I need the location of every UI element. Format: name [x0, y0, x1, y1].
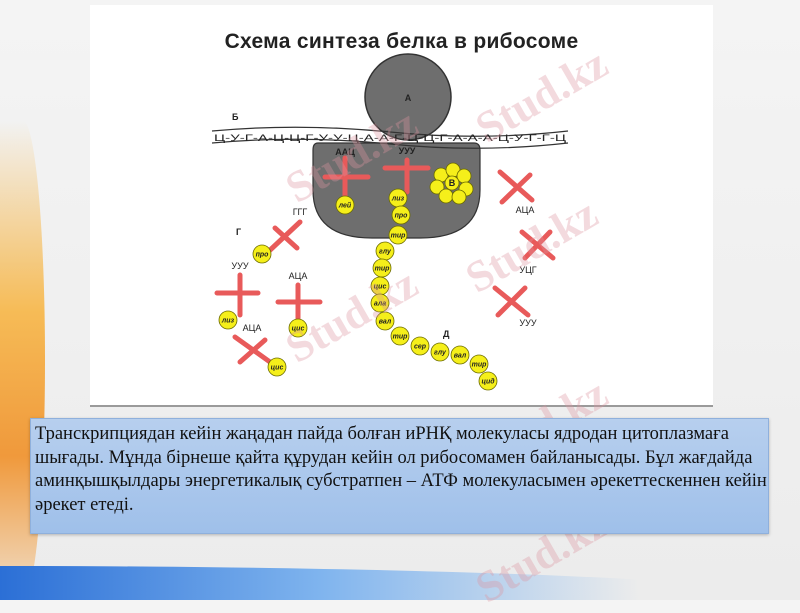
trna-icon — [232, 334, 273, 365]
amino-acid-bead — [375, 311, 395, 331]
text-box — [30, 418, 769, 534]
anticodon-label: АЦА — [243, 323, 262, 333]
amino-acid-label: про — [256, 252, 270, 259]
trna-icon — [275, 282, 323, 323]
amino-acid-bead — [469, 354, 489, 374]
amino-acid-label: вал — [454, 353, 467, 360]
anticodon-label: УУУ — [231, 261, 248, 271]
anticodon-label: УЦГ — [519, 265, 536, 275]
body-text: Транскрипциядан кейін жаңадан пайда болғ… — [35, 424, 767, 515]
amino-acid-label: тир — [391, 233, 407, 240]
trna-icon — [382, 157, 431, 195]
amino-acid-bead — [252, 244, 272, 264]
amino-acid-label: лиз — [391, 196, 405, 203]
amino-acid-bead — [391, 205, 411, 225]
amino-acid-bead — [430, 342, 450, 362]
anticodon-label: ГГГ — [293, 207, 308, 217]
ribosome-large-subunit — [364, 53, 452, 141]
anticodon-label: АЦА — [289, 271, 308, 281]
diagram-figure: А Ц-У-Г-А-Ц-Ц-Г-У-У-Ц-А-А-Г-Ц-Ц-Г-А-А-А-… — [90, 5, 713, 407]
amino-acid-bead — [388, 225, 408, 245]
amino-acid-label: тир — [393, 334, 409, 341]
amino-acid-label: про — [395, 213, 409, 220]
anticodon-label: ААЦ — [335, 147, 355, 157]
amino-acid-label: сер — [414, 344, 427, 351]
mrna-strand-top — [211, 126, 569, 137]
trna-icon — [265, 219, 303, 255]
amino-acid-label: цис — [374, 284, 387, 291]
free-amino-acids: лей про лиз цис цис — [218, 195, 355, 377]
amino-acid-label: тир — [472, 362, 488, 369]
amino-acid-bead — [370, 293, 390, 313]
amino-acid-label: тир — [375, 266, 391, 273]
amino-acid-bead — [335, 195, 355, 215]
amino-acid-label: лиз — [221, 318, 235, 325]
protein-synthesis-diagram: А Ц-У-Г-А-Ц-Ц-Г-У-У-Ц-А-А-Г-Ц-Ц-Г-А-А-А-… — [211, 53, 569, 391]
amino-acid-cluster: В — [429, 162, 474, 205]
amino-acid-label: цид — [481, 378, 495, 386]
trna-icon — [214, 272, 261, 318]
amino-acid-label: цис — [271, 365, 284, 372]
amino-acid-bead — [450, 345, 470, 365]
amino-acid-label: цис — [292, 326, 305, 333]
trna-icon — [322, 155, 371, 201]
amino-acid-bead — [218, 310, 238, 330]
mrna-strand-bottom — [211, 138, 569, 149]
anticodon-label: АЦА — [516, 205, 535, 215]
amino-acid-bead — [267, 357, 287, 377]
anticodon-label: УУУ — [519, 318, 536, 328]
label-a: А — [405, 93, 412, 103]
label-v: В — [449, 178, 456, 188]
anticodon-label: УУУ — [399, 146, 416, 156]
amino-acid-bead — [410, 336, 430, 356]
trna-icon — [492, 285, 531, 318]
label-d: Д — [443, 329, 450, 339]
amino-acid-label: глу — [379, 249, 392, 256]
amino-acid-bead — [390, 326, 410, 346]
amino-acid-bead — [478, 371, 498, 391]
label-g: Г — [236, 227, 241, 237]
amino-acid-label: вал — [379, 319, 392, 326]
mrna-sequence: Ц-У-Г-А-Ц-Ц-Г-У-У-Ц-А-А-Г-Ц-Ц-Г-А-А-А-Ц-… — [214, 133, 567, 143]
decor-blue-swoosh — [0, 566, 800, 600]
figure-title: Схема синтеза белка в рибосоме — [224, 30, 579, 53]
amino-acid-bead — [288, 318, 308, 338]
amino-acid-label: ала — [374, 301, 386, 308]
label-b: Б — [232, 112, 239, 122]
amino-acid-label: лей — [338, 202, 352, 210]
amino-acid-label: глу — [434, 350, 447, 357]
trna-icon — [497, 169, 535, 205]
trna-icon — [519, 229, 556, 261]
